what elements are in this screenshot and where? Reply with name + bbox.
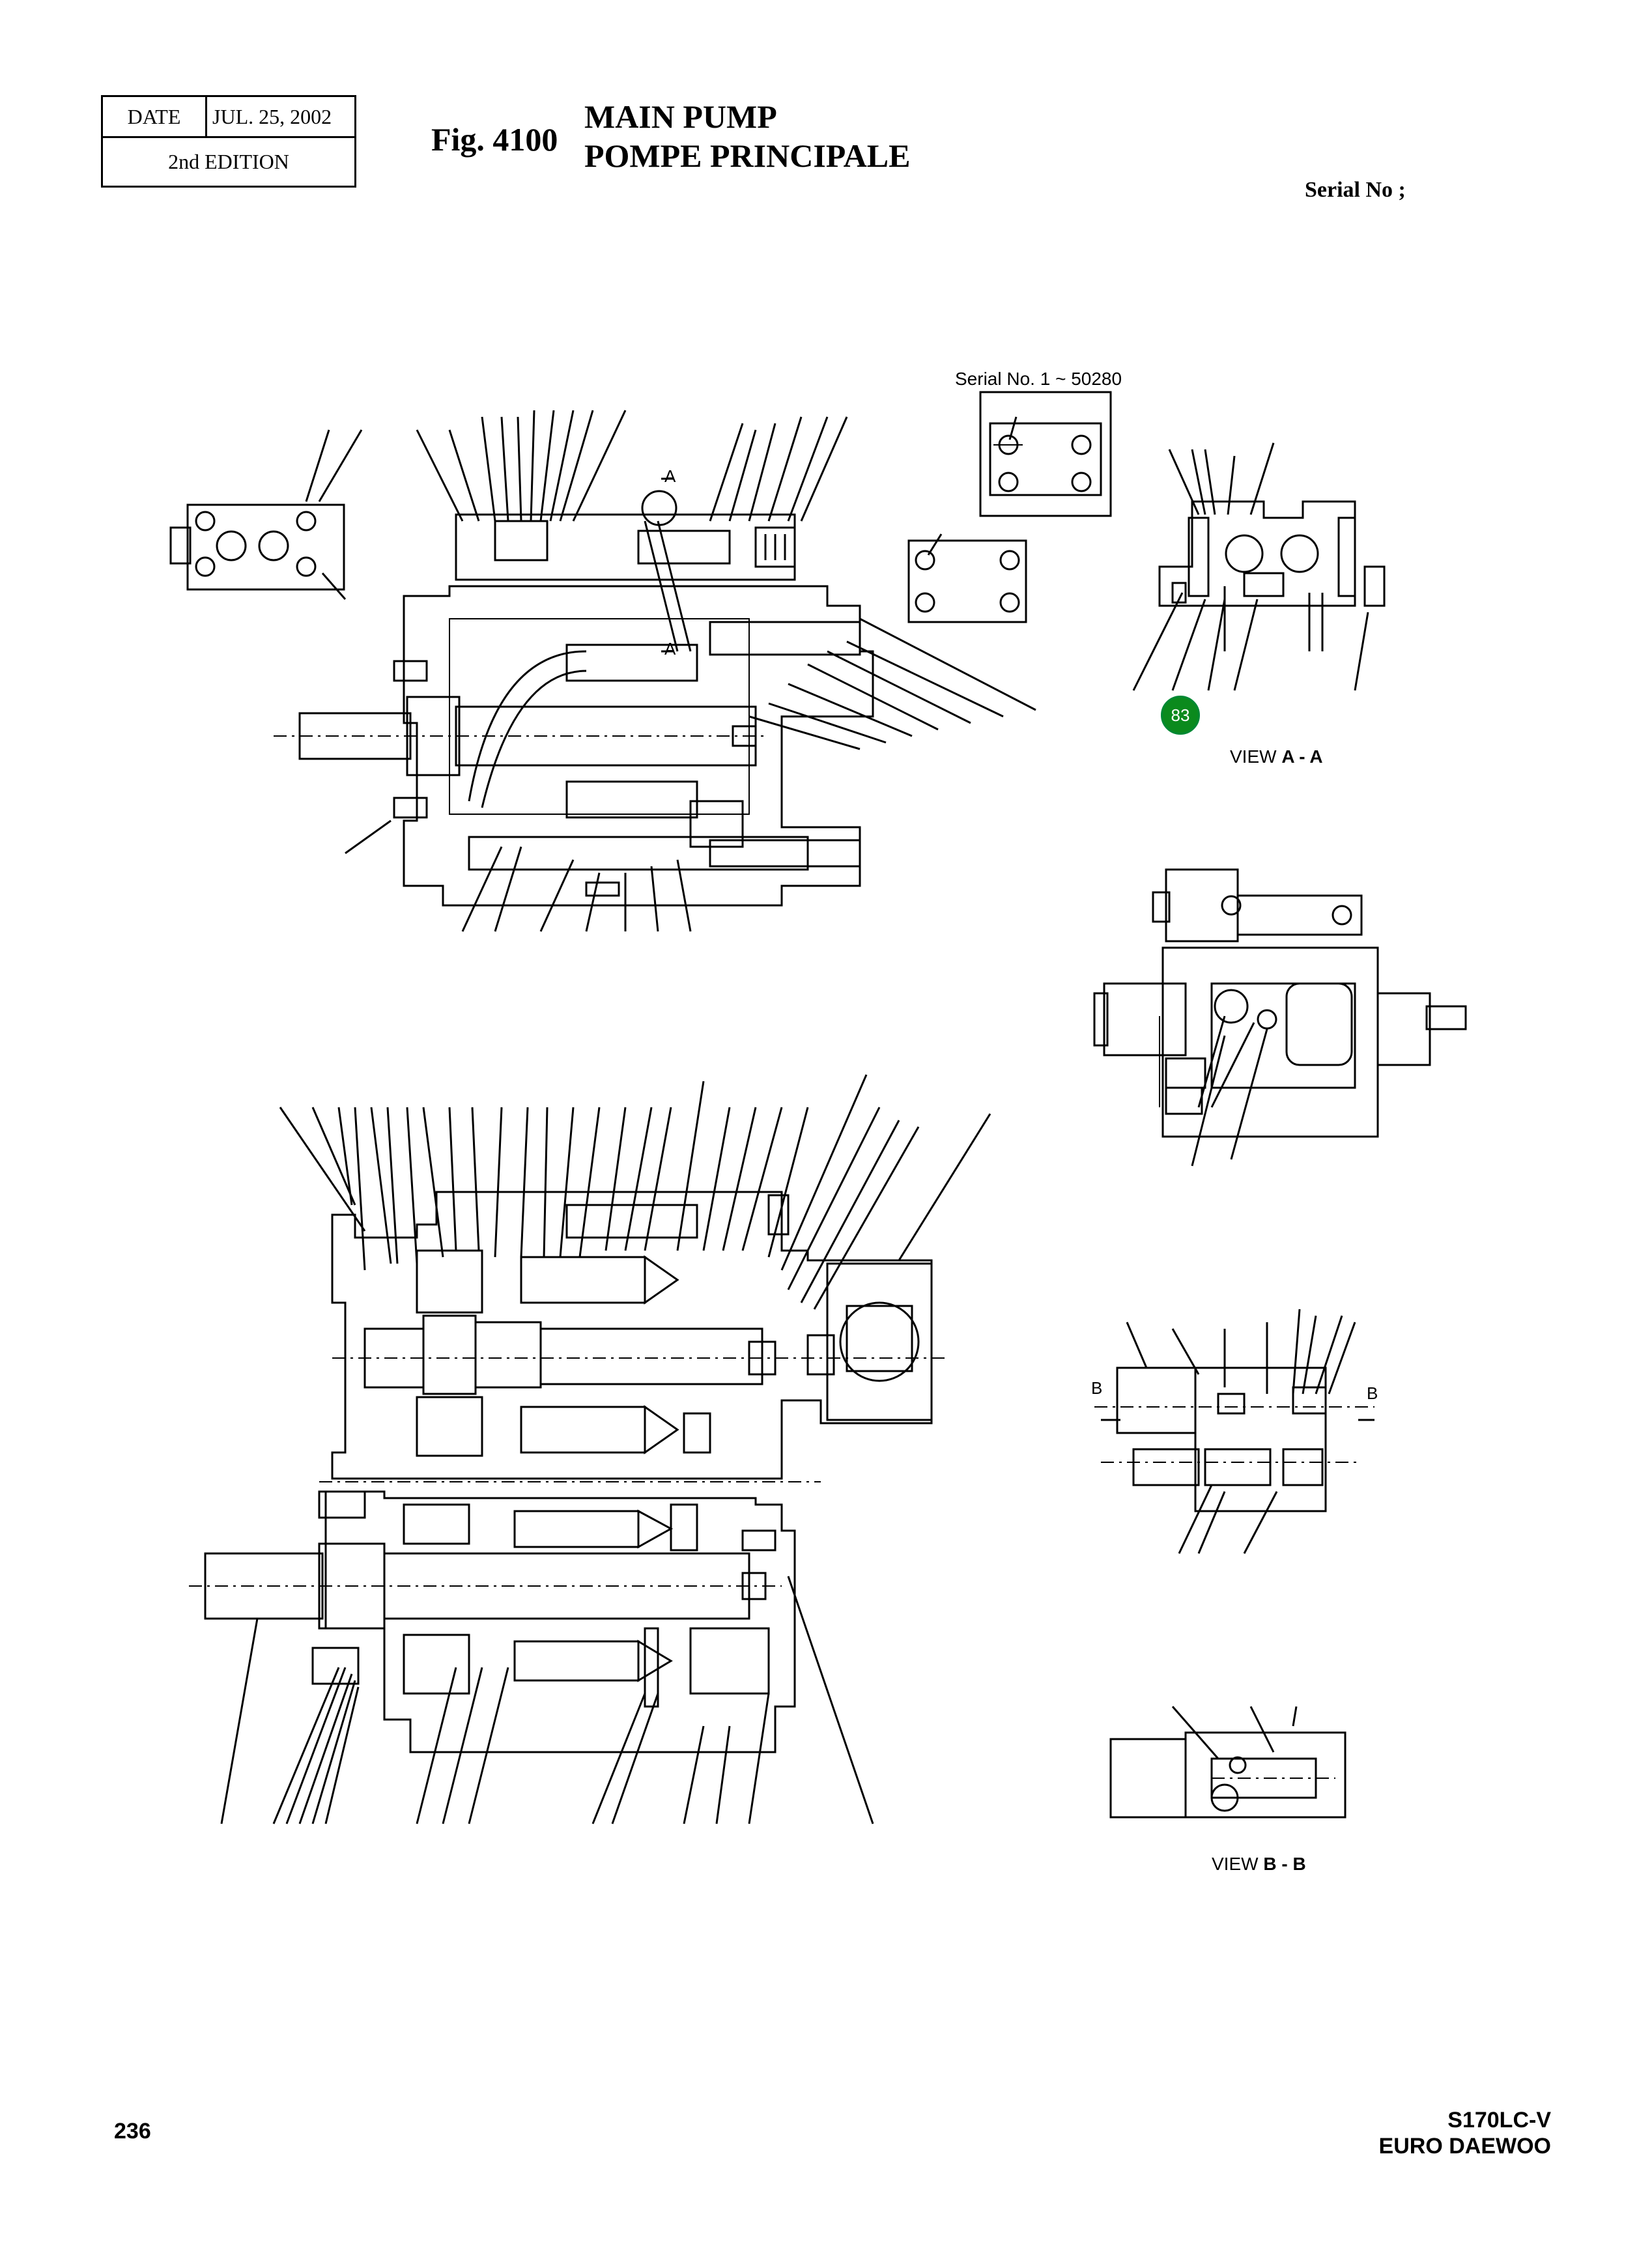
pump-side-view <box>1093 868 1467 1167</box>
edition-label: 2nd EDITION <box>168 150 289 173</box>
figure-number: Fig. 4100 <box>431 121 558 158</box>
date-row: DATE JUL. 25, 2002 <box>103 97 354 138</box>
pump-front-section <box>189 1074 991 1824</box>
title-english: MAIN PUMP <box>584 98 777 135</box>
serial-range-note: Serial No. 1 ~ 50280 <box>955 369 1122 389</box>
section-marker-a-bottom: A <box>664 639 676 659</box>
date-value: JUL. 25, 2002 <box>212 104 332 128</box>
title-french: POMPE PRINCIPALE <box>584 137 911 174</box>
view-b-b-section <box>1094 1309 1374 1819</box>
view-b-b-prefix: VIEW <box>1212 1854 1259 1874</box>
serial-number-label: Serial No ; <box>1305 178 1406 202</box>
section-marker-b-right: B <box>1367 1383 1378 1403</box>
date-label: DATE <box>103 97 207 136</box>
section-marker-b-left: B <box>1091 1378 1102 1398</box>
pump-top-section <box>169 410 1036 932</box>
view-b-b-label: VIEW B - B <box>1212 1854 1306 1875</box>
part-callout-badge[interactable]: 83 <box>1161 696 1200 735</box>
date-box: DATE JUL. 25, 2002 2nd EDITION <box>101 95 356 188</box>
serial-variant-detail <box>907 391 1112 623</box>
page-number: 236 <box>114 2119 151 2144</box>
view-a-a-label: VIEW A - A <box>1230 746 1323 767</box>
brand-name: EURO DAEWOO <box>1378 2134 1551 2159</box>
view-b-b-letters: B - B <box>1263 1854 1306 1874</box>
view-a-a-letters: A - A <box>1281 746 1323 767</box>
view-a-a-drawing <box>1132 442 1386 691</box>
view-a-a-prefix: VIEW <box>1230 746 1277 767</box>
model-name: S170LC-V <box>1447 2108 1551 2133</box>
section-marker-a-top: A <box>664 466 676 486</box>
